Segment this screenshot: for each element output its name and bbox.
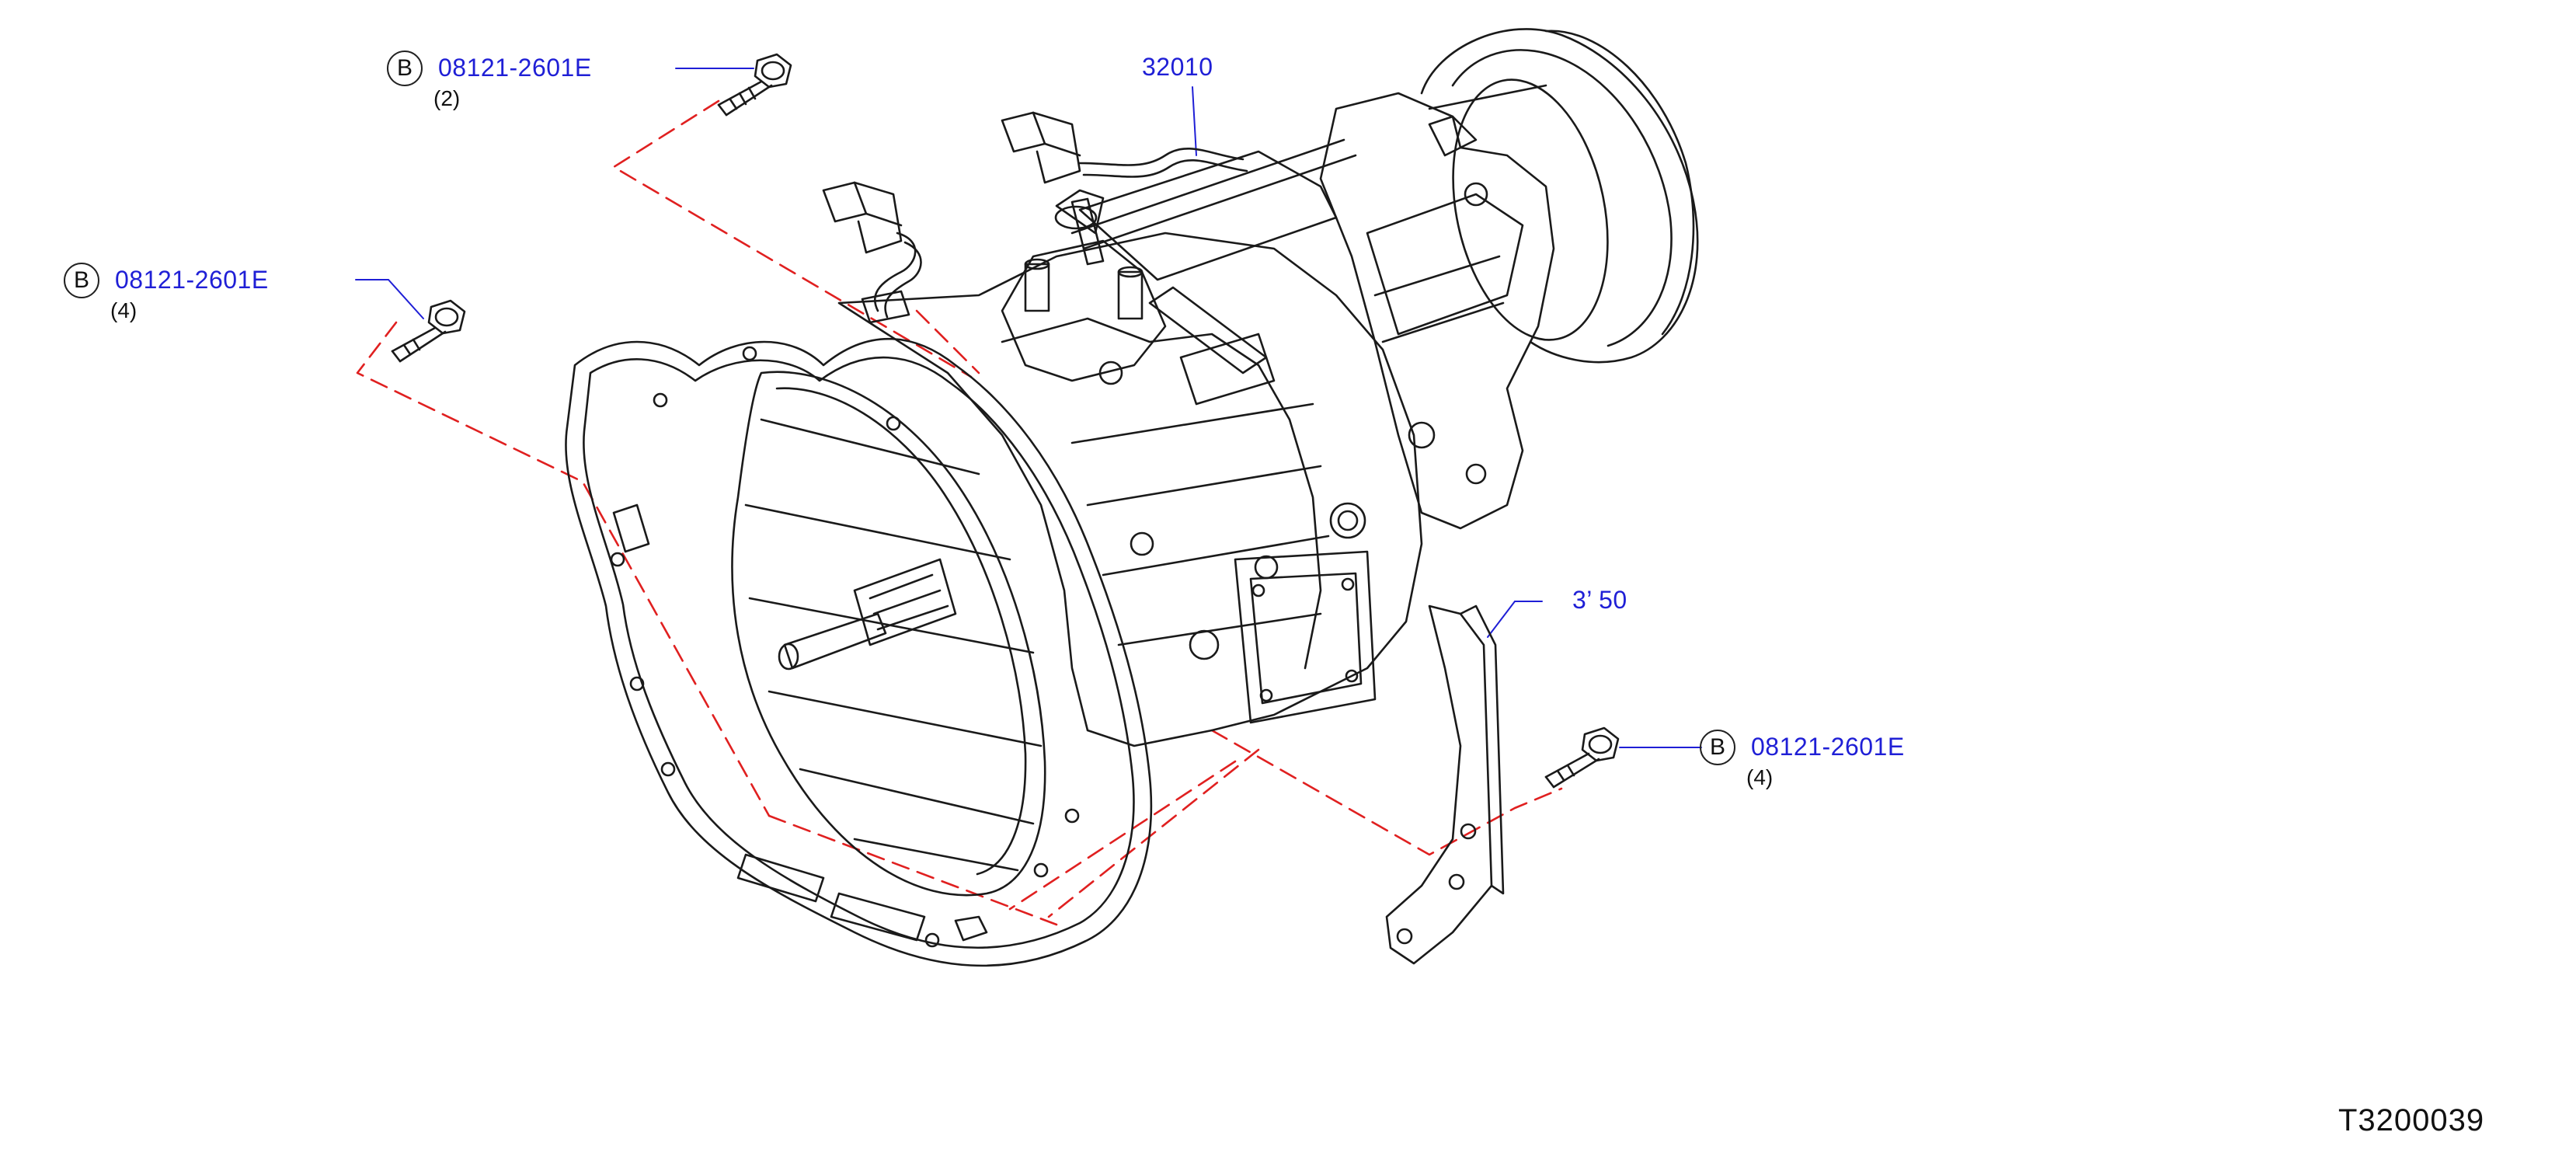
wiring-connector-left — [822, 181, 922, 324]
bracket-part-label[interactable]: 3’ 50 — [1572, 586, 1627, 614]
bracket — [1385, 604, 1505, 965]
quantity: (4) — [1746, 765, 1774, 789]
part-number[interactable]: 08121-2601E — [1751, 733, 1905, 761]
drum-cover — [1420, 28, 1699, 364]
diagram-id: T3200039 — [2338, 1103, 2485, 1137]
badge-b: B — [387, 51, 423, 86]
bell-housing — [565, 337, 1153, 967]
transmission-case — [837, 138, 1423, 747]
assembly-guide-lines — [356, 99, 1563, 926]
badge-b: B — [1700, 730, 1735, 765]
badge-b: B — [64, 263, 99, 298]
leader-lines — [355, 68, 1702, 748]
assembly-part-label[interactable]: 32010 — [1142, 53, 1213, 81]
wiring-connector-top — [1001, 111, 1248, 184]
part-number[interactable]: 08121-2601E — [115, 266, 269, 294]
part-number[interactable]: 08121-2601E — [438, 54, 592, 82]
rear-extension — [1319, 92, 1555, 530]
quantity: (2) — [433, 86, 461, 110]
bolt-left — [391, 299, 466, 363]
quantity: (4) — [110, 298, 138, 322]
bolt-top — [717, 53, 792, 117]
bolt-right — [1544, 726, 1620, 789]
